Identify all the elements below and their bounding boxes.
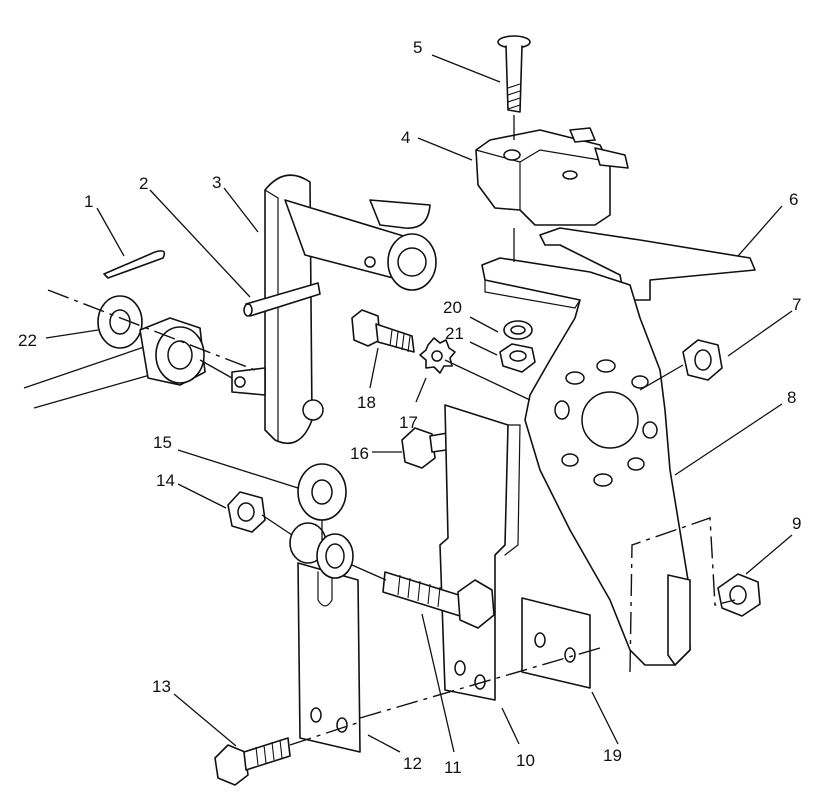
callout-6: 6 [789,190,798,209]
part-10-bracket [439,404,521,701]
part-21-nut [499,343,536,373]
part-6-flat-bracket [539,227,756,301]
callout-12: 12 [403,754,422,773]
callout-8: 8 [787,388,796,407]
callout-3: 3 [212,173,221,192]
callout-17: 17 [399,413,418,432]
callout-15: 15 [153,433,172,452]
callout-22: 22 [18,331,37,350]
callout-leaders [45,54,793,753]
callout-13: 13 [152,677,171,696]
callout-16: 16 [350,444,369,463]
part-19-plate [521,597,591,689]
callout-1: 1 [84,192,93,211]
callout-14: 14 [156,471,175,490]
part-11-bolt [382,571,495,629]
callout-2: 2 [139,174,148,193]
part-18-bolt [351,309,415,353]
callout-19: 19 [603,746,622,765]
part-12-link-plate [289,522,361,753]
part-13-bolt [214,737,291,786]
callout-labels: 1 2 3 4 5 6 7 8 9 10 11 12 13 14 15 16 1… [18,38,801,777]
part-7-nut [639,339,723,391]
part-15-spacer [297,463,347,521]
callout-5: 5 [413,38,422,57]
callout-7: 7 [792,295,801,314]
part-9-nut [717,573,761,617]
callout-18: 18 [357,393,376,412]
part-20-lock-washer [503,320,533,340]
part-2-pin [243,282,321,317]
rod-end [23,317,206,409]
callout-4: 4 [401,128,410,147]
part-8-main-plate [481,257,691,666]
callout-20: 20 [443,298,462,317]
part-1-cotter-pin [103,250,166,279]
part-3-lever [231,174,437,445]
part-4-switch-block [475,127,629,226]
callout-10: 10 [516,751,535,770]
callout-11: 11 [444,758,462,777]
callout-9: 9 [792,514,801,533]
callout-21: 21 [445,324,464,343]
part-22-washer [97,295,143,349]
part-17-star-washer [419,337,531,401]
part-14-nut [227,491,266,533]
part-5-screw [497,35,531,262]
